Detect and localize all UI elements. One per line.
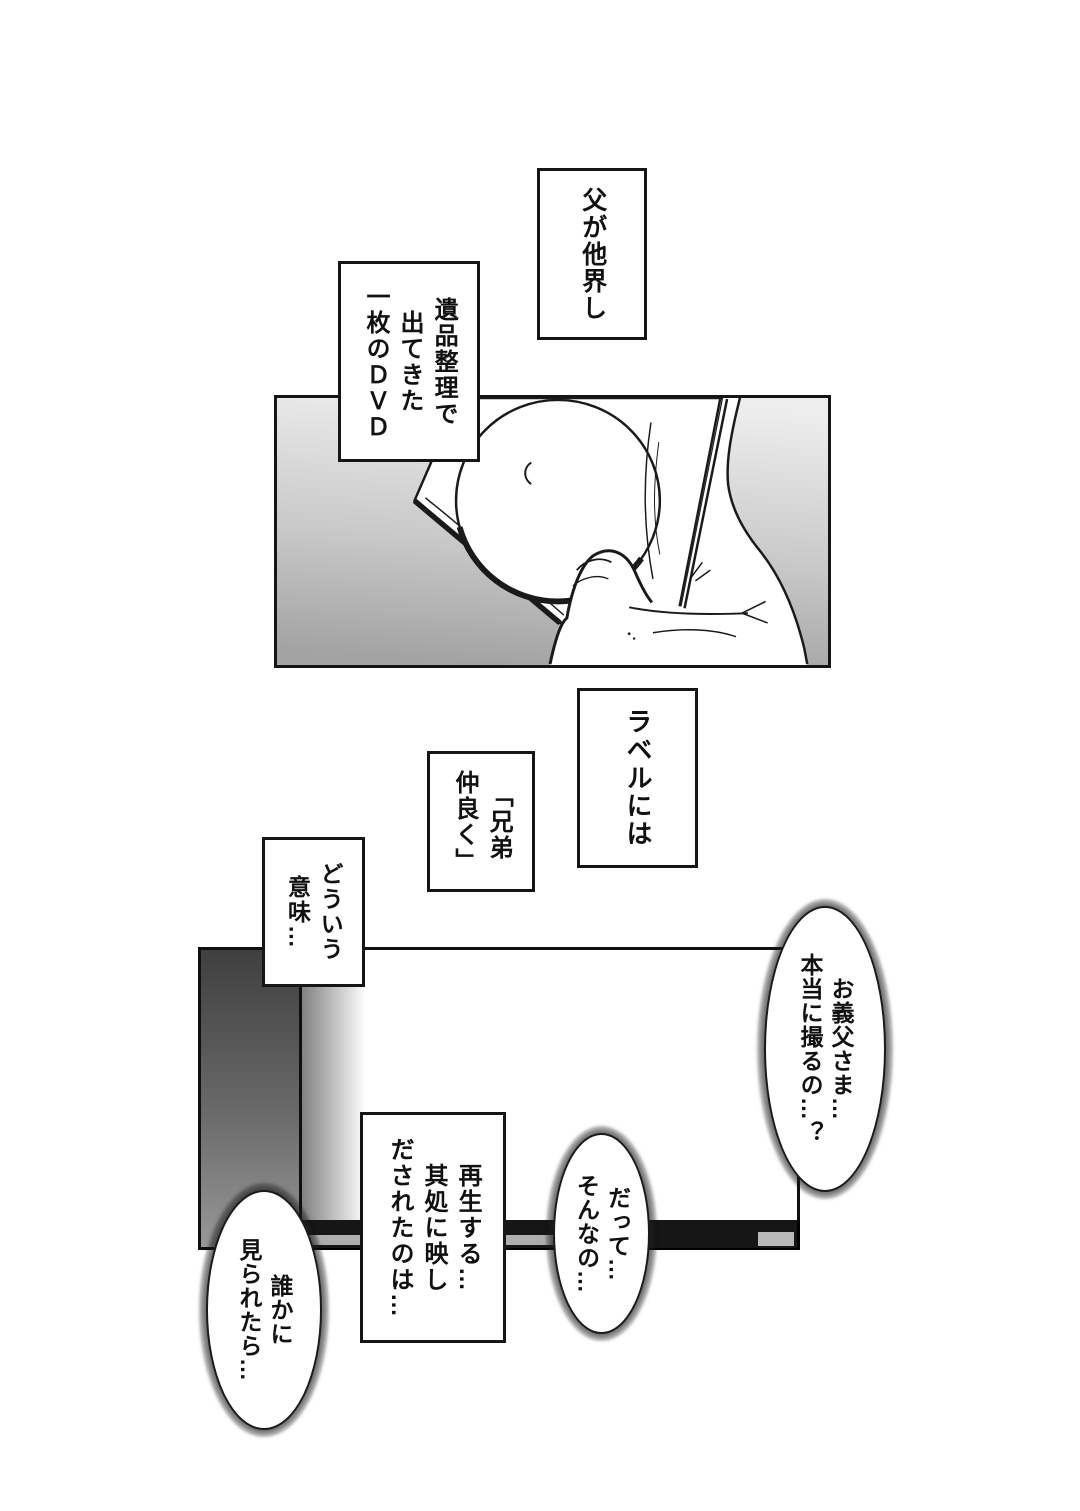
caption-text-dvd-found: 遺品整理で 出てきた 一枚のＤＶＤ [361, 283, 458, 440]
caption-box-label-text: 「兄弟 仲良く」 [427, 751, 535, 892]
caption-text-label-text: 「兄弟 仲良く」 [451, 769, 513, 874]
hand-drawing [548, 398, 809, 665]
caption-box-meaning: どういう 意味… [262, 837, 365, 987]
caption-text-father: 父が他界し [578, 186, 607, 322]
speech-bubble-fear-seen: 誰かに 見られたら… [206, 1190, 322, 1430]
speech-bubble-but-protest: だって… そんなの… [553, 1133, 650, 1334]
caption-box-label: ラベルには [577, 688, 698, 868]
caption-box-father: 父が他界し [537, 168, 647, 340]
caption-text-playback: 再生する… 其処に映し だされたのは… [385, 1136, 482, 1319]
speech-text-film-question: お義父さま… 本当に撮るの…？ [797, 953, 855, 1145]
caption-text-meaning: どういう 意味… [284, 862, 344, 962]
speech-text-fear-seen: 誰かに 見られたら… [236, 1238, 294, 1382]
panel-dvd-hand [274, 395, 831, 668]
caption-box-playback: 再生する… 其処に映し だされたのは… [360, 1112, 506, 1343]
tv-screen-shadow [302, 950, 366, 1220]
caption-box-dvd-found: 遺品整理で 出てきた 一枚のＤＶＤ [338, 261, 480, 462]
tv-bezel-highlight-right [758, 1232, 794, 1246]
speech-bubble-film-question: お義父さま… 本当に撮るの…？ [764, 906, 886, 1192]
caption-text-label: ラベルには [622, 708, 653, 848]
speech-text-but-protest: だって… そんなの… [573, 1173, 631, 1294]
dvd-hand-drawing [277, 398, 828, 665]
